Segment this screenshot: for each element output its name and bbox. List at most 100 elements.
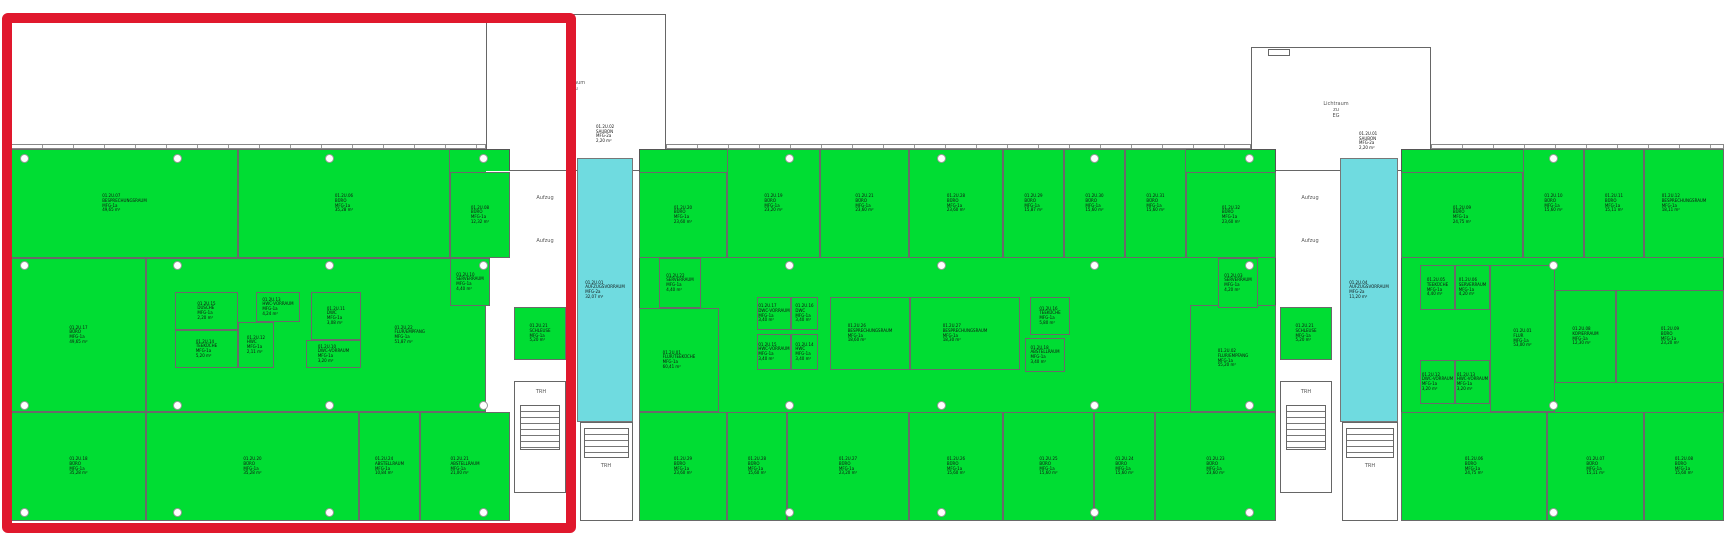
staircase-icon <box>1286 405 1326 450</box>
room-office[interactable]: 01.2U.08 BÜRO MFG-1a 15,60 m² <box>1644 412 1724 521</box>
room-storage[interactable]: 01.2U.18 ABSTELLRAUM MFG-1a 3,40 m² <box>1025 338 1065 372</box>
stair-label: TRH <box>600 463 612 469</box>
room-meeting[interactable]: 01.2U.27 BESPRECHUNGSRAUM MFG-1a 18,30 m… <box>910 297 1020 370</box>
room-label: 01.2U.24 ABSTELLRAUM MFG-1a 10,84 m² <box>374 456 405 476</box>
room-office[interactable]: 01.2U.23 BÜRO MFG-1a 23,60 m² <box>1155 412 1276 521</box>
room-office[interactable]: 01.2U.24 BÜRO MFG-1a 15,60 m² <box>1094 412 1155 521</box>
room-label: 01.2U.27 BESPRECHUNGSRAUM MFG-1a 18,30 m… <box>942 323 988 343</box>
room-meeting[interactable]: 01.2U.26 BESPRECHUNGSRAUM MFG-1a 18,60 m… <box>830 297 910 370</box>
room-office[interactable]: 01.2U.27 BÜRO MFG-1a 23,20 m² <box>787 412 909 521</box>
room-office[interactable]: 01.2U.26 BÜRO MFG-1a 15,60 m² <box>909 412 1003 521</box>
room-office[interactable]: 01.2U.19 BÜRO MFG-1a 23,20 m² <box>727 149 820 258</box>
room-label: 01.2U.11 DWC MFG-1a 3,08 m² <box>326 305 346 325</box>
column-icon <box>173 154 182 163</box>
room-elevator-lobby[interactable]: 01.2U.04 AUFZUGSVORRAUM MFG-2a 11,20 m² <box>1340 158 1398 422</box>
column-icon <box>173 508 182 517</box>
room-wc-anteroom[interactable]: 01.2U.15 HWC-VORRAUM MFG-1a 3,40 m² <box>757 334 791 370</box>
room-wc-anteroom[interactable]: 01.2U.10 DWC-VORRAUM MFG-1a 3,20 m² <box>306 340 361 368</box>
room-airlock[interactable]: 01.2U.21 SCHLEUSE MFG-1a 5,20 m² <box>1280 307 1332 360</box>
room-office[interactable]: 01.2U.28 BÜRO MFG-1a 15,60 m² <box>727 412 787 521</box>
room-office[interactable]: 01.2U.09 BÜRO MFG-1a 23,20 m² <box>1616 290 1724 383</box>
column-icon <box>1090 401 1099 410</box>
room-wc[interactable]: 01.2U.12 HWC MFG-1a 2,11 m² <box>238 322 274 368</box>
room-office[interactable]: 01.2U.07 BÜRO MFG-1a 15,11 m² <box>1547 412 1644 521</box>
room-label: 01.2U.09 BÜRO MFG-1a 24,75 m² <box>1452 204 1472 224</box>
room-shower[interactable]: 01.2U.15 DUSCHE MFG-1a 2,20 m² <box>175 292 238 330</box>
staircase-icon <box>520 405 560 450</box>
room-corridor[interactable]: 01.2U.01 FLUR/TEEKÜCHE MFG-1a 60,41 m² <box>639 308 719 412</box>
room-office[interactable]: 01.2U.25 BÜRO MFG-1a 15,60 m² <box>1003 412 1094 521</box>
room-label: 01.2U.06 BÜRO MFG-1a 35,28 m² <box>334 193 354 213</box>
room-label: 01.2U.21 BÜRO MFG-1a 23,60 m² <box>855 193 874 213</box>
room-office[interactable]: 01.2U.29 BÜRO MFG-1a 23,60 m² <box>639 412 727 521</box>
room-office[interactable]: 01.2U.10 BÜRO MFG-1a 15,60 m² <box>1523 149 1584 258</box>
room-office[interactable]: 01.2U.21 BÜRO MFG-1a 23,60 m² <box>820 149 909 258</box>
column-icon <box>1245 154 1254 163</box>
room-office[interactable]: 01.2U.31 BÜRO MFG-1a 15,60 m² <box>1125 149 1186 258</box>
room-office[interactable]: 01.2U.11 BÜRO MFG-1a 15,11 m² <box>1584 149 1644 258</box>
column-icon <box>1245 401 1254 410</box>
column-icon <box>937 154 946 163</box>
column-icon <box>173 401 182 410</box>
room-copy[interactable]: 01.2U.08 KOPIERRAUM MFG-1a 12,30 m² <box>1555 290 1616 383</box>
column-icon <box>173 261 182 270</box>
room-office[interactable]: 01.2U.32 BÜRO MFG-1a 23,60 m² <box>1186 172 1276 258</box>
room-wc[interactable]: 01.2U.14 HWC MFG-1a 3,40 m² <box>791 334 818 370</box>
room-label: 01.2U.26 BESPRECHUNGSRAUM MFG-1a 18,60 m… <box>847 323 893 343</box>
room-airlock[interactable]: 01.2U.21 SCHLEUSE MFG-1a 5,20 m² <box>514 307 566 360</box>
room-corridor[interactable]: 01.2U.02 FLUR/EMPFANG MFG-1a 55,20 m² <box>1190 305 1276 412</box>
room-office[interactable]: 01.2U.08 BÜRO MFG-1a 12,32 m² <box>450 172 510 258</box>
room-meeting[interactable]: 01.2U.07 BESPRECHUNGSRAUM MFG-1a 49,65 m… <box>11 149 238 258</box>
room-storage[interactable]: 01.2U.24 ABSTELLRAUM MFG-1a 10,84 m² <box>359 412 420 521</box>
room-kitchen[interactable]: 01.2U.14 TEEKÜCHE MFG-1a 5,20 m² <box>175 330 238 368</box>
room-office[interactable]: 01.2U.29 BÜRO MFG-1a 15,87 m² <box>1003 149 1064 258</box>
elevator-label: Aufzug <box>536 238 554 244</box>
room-corridor[interactable]: 01.2U.01 FLUR MFG-1a 53,00 m² <box>1490 265 1555 412</box>
room-label: 01.2U.31 BÜRO MFG-1a 15,60 m² <box>1146 193 1165 213</box>
room-kitchen[interactable]: 01.2U.05 TEEKÜCHE MFG-1a 4,40 m² <box>1420 265 1455 310</box>
room-office[interactable]: 01.2U.18 BÜRO MFG-1a 35,28 m² <box>11 412 146 521</box>
room-label: 01.2U.12 HWC MFG-1a 2,11 m² <box>246 334 266 354</box>
room-wc-anteroom[interactable]: 01.2U.13 HWC-VORRAUM MFG-1a 3,20 m² <box>1455 360 1490 404</box>
room-wc-anteroom[interactable]: 01.2U.13 HWC-VORRAUM MFG-1a 4,24 m² <box>256 292 300 322</box>
room-label: 01.2U.07 BESPRECHUNGSRAUM MFG-1a 49,65 m… <box>102 193 147 213</box>
room-elevator-lobby[interactable]: 01.2U.01 AUFZUGSVORRAUM MFG-2a 32,07 m² <box>577 158 633 422</box>
room-label: 01.2U.06 SERVERRAUM MFG-1a 4,20 m² <box>1458 277 1487 297</box>
room-office[interactable]: 01.2U.06 BÜRO MFG-1a 24,75 m² <box>1401 412 1547 521</box>
column-icon <box>325 508 334 517</box>
room-label: 01.2U.15 HWC-VORRAUM MFG-1a 3,40 m² <box>758 341 790 361</box>
room-label: 01.2U.01 FLUR/TEEKÜCHE MFG-1a 60,41 m² <box>662 349 696 369</box>
room-office[interactable]: 01.2U.28 BÜRO MFG-1a 23,60 m² <box>909 149 1003 258</box>
column-icon <box>1090 508 1099 517</box>
room-label: 01.2U.17 DWC-VORRAUM MFG-1a 3,40 m² <box>758 303 790 323</box>
room-label: 01.2U.21 SCHLEUSE MFG-1a 5,20 m² <box>529 323 551 343</box>
column-icon <box>1549 401 1558 410</box>
room-label: 01.2U.09 BÜRO MFG-1a 23,20 m² <box>1660 326 1680 346</box>
room-meeting[interactable]: 01.2U.12 BESPRECHUNGSRAUM MFG-1a 18,11 m… <box>1644 149 1724 258</box>
column-icon <box>1549 154 1558 163</box>
room-kitchen[interactable]: 01.2U.16 TEEKÜCHE MFG-1a 5,80 m² <box>1030 297 1070 335</box>
room-storage[interactable]: 01.2U.21 ABSTELLRAUM MFG-1a 21,00 m² <box>420 412 510 521</box>
room-office[interactable]: 01.2U.06 BÜRO MFG-1a 35,28 m² <box>238 149 450 258</box>
room-office[interactable]: 01.2U.20 BÜRO MFG-1a 35,28 m² <box>146 412 359 521</box>
room-wc-anteroom[interactable]: 01.2U.12 DWC-VORRAUM MFG-1a 3,20 m² <box>1420 360 1455 404</box>
room-label: 01.2U.16 TEEKÜCHE MFG-1a 5,80 m² <box>1039 305 1061 325</box>
room-wc-anteroom[interactable]: 01.2U.17 DWC-VORRAUM MFG-1a 3,40 m² <box>757 297 791 330</box>
room-wc[interactable]: 01.2U.11 DWC MFG-1a 3,08 m² <box>311 292 361 340</box>
room-server[interactable]: 01.2U.22 SERVERRAUM MFG-1a 4,40 m² <box>659 258 701 308</box>
room-server[interactable]: 01.2U.06 SERVERRAUM MFG-1a 4,20 m² <box>1455 265 1490 310</box>
room-wc[interactable]: 01.2U.16 DWC MFG-1a 3,40 m² <box>791 297 818 330</box>
room-office[interactable]: 01.2U.09 BÜRO MFG-1a 24,75 m² <box>1401 172 1523 258</box>
room-office[interactable]: 01.2U.17 BÜRO MFG-1a 49,65 m² <box>11 258 146 412</box>
room-label: 01.2U.06 BÜRO MFG-1a 24,75 m² <box>1464 456 1484 476</box>
room-label: 01.2U.21 ABSTELLRAUM MFG-1a 21,00 m² <box>450 456 480 476</box>
column-icon <box>325 261 334 270</box>
room-office[interactable]: 01.2U.20 BÜRO MFG-1a 23,60 m² <box>639 172 727 258</box>
facade-window-strip <box>1431 144 1724 149</box>
staircase-icon <box>584 428 629 458</box>
column-icon <box>1090 261 1099 270</box>
room-label: 01.2U.02 SAUBON MFG-2a 2,20 m² <box>596 124 615 143</box>
column-icon <box>20 154 29 163</box>
column-icon <box>479 401 488 410</box>
room-office[interactable]: 01.2U.30 BÜRO MFG-1a 15,60 m² <box>1064 149 1125 258</box>
